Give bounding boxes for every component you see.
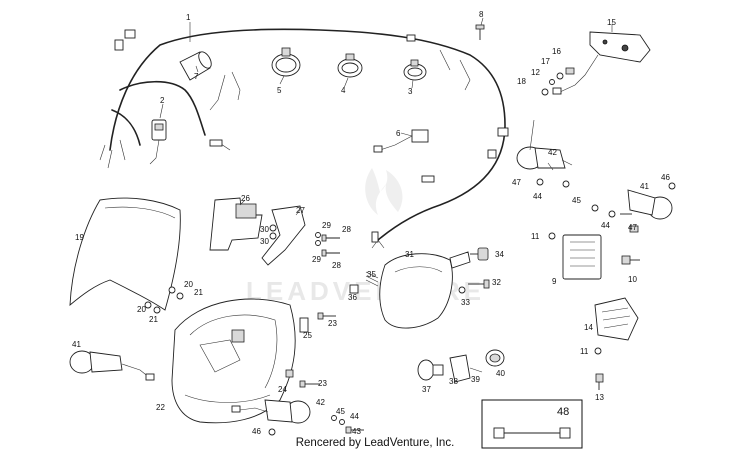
- callout-14: 14: [584, 323, 593, 332]
- callout-leaders: [159, 17, 613, 216]
- part-regulator: [548, 225, 640, 280]
- callout-6: 6: [396, 129, 401, 138]
- callout-32: 32: [492, 278, 501, 287]
- part-front-indicator-right: [231, 399, 311, 436]
- callout-40: 40: [496, 369, 505, 378]
- part-clamps: [271, 47, 427, 81]
- part-washers-screen: [144, 286, 184, 314]
- callout-44a: 44: [533, 192, 542, 201]
- callout-36: 36: [348, 293, 357, 302]
- callout-18: 18: [517, 77, 526, 86]
- inset-box-48: 48: [481, 399, 583, 449]
- part-fairing-fasteners: [285, 312, 336, 388]
- callout-29a: 29: [322, 221, 331, 230]
- callout-numbers: 1 2 3 4 5 6 7 8 9 10 11 11 12 13 14 15 1…: [72, 10, 670, 436]
- callout-47a: 47: [512, 178, 521, 187]
- callout-37: 37: [422, 385, 431, 394]
- callout-39: 39: [471, 375, 480, 384]
- callout-24: 24: [278, 385, 287, 394]
- callout-23b: 23: [318, 379, 327, 388]
- callout-11a: 11: [531, 232, 540, 241]
- callout-8: 8: [479, 10, 484, 19]
- callout-26: 26: [241, 194, 250, 203]
- part-license-light: [541, 31, 651, 96]
- callout-42a: 42: [548, 148, 557, 157]
- callout-41a: 41: [72, 340, 81, 349]
- callout-35: 35: [367, 270, 376, 279]
- callout-11b: 11: [580, 347, 589, 356]
- callout-31: 31: [405, 250, 414, 259]
- part-bulb-socket: [417, 349, 505, 383]
- callout-1: 1: [186, 13, 191, 22]
- inset-label: 48: [557, 406, 569, 418]
- callout-5: 5: [277, 86, 282, 95]
- callout-33: 33: [461, 298, 470, 307]
- part-front-indicator-left: [69, 350, 155, 381]
- callout-7: 7: [194, 72, 199, 81]
- callout-44c: 44: [350, 412, 359, 421]
- part-sensor: [373, 129, 429, 153]
- callout-22: 22: [156, 403, 165, 412]
- callout-13: 13: [595, 393, 604, 402]
- callout-43: 43: [352, 427, 361, 436]
- callout-15: 15: [607, 18, 616, 27]
- callout-2: 2: [160, 96, 165, 105]
- part-rubber-boot: [179, 51, 212, 81]
- callout-34: 34: [495, 250, 504, 259]
- callout-20a: 20: [184, 280, 193, 289]
- callout-46a: 46: [661, 173, 670, 182]
- callout-41b: 41: [640, 182, 649, 191]
- callout-28a: 28: [342, 225, 351, 234]
- callout-21b: 21: [149, 315, 158, 324]
- part-mount-brackets: [209, 197, 340, 266]
- callout-29b: 29: [312, 255, 321, 264]
- callout-4: 4: [341, 86, 346, 95]
- callout-21a: 21: [194, 288, 203, 297]
- callout-44b: 44: [601, 221, 610, 230]
- callout-46b: 46: [252, 427, 261, 436]
- part-rear-indicator-right: [591, 182, 676, 220]
- part-indicator-fasteners: [331, 415, 364, 434]
- callout-28b: 28: [332, 261, 341, 270]
- part-connector: [149, 119, 167, 165]
- callout-27: 27: [296, 206, 305, 215]
- callout-30b: 30: [260, 237, 269, 246]
- callout-20b: 20: [137, 305, 146, 314]
- callout-19: 19: [75, 233, 84, 242]
- callout-47b: 47: [628, 223, 637, 232]
- callout-25: 25: [303, 331, 312, 340]
- part-front-fairing: [171, 298, 296, 424]
- part-headlight-fasteners: [349, 247, 490, 294]
- callout-10: 10: [628, 275, 637, 284]
- callout-45b: 45: [336, 407, 345, 416]
- callout-17: 17: [541, 57, 550, 66]
- callout-12: 12: [531, 68, 540, 77]
- callout-45a: 45: [572, 196, 581, 205]
- part-screw: [475, 24, 485, 40]
- callout-38: 38: [449, 377, 458, 386]
- part-headlight: [379, 251, 471, 329]
- callout-16: 16: [552, 47, 561, 56]
- callout-9: 9: [552, 277, 557, 286]
- part-windscreen: [69, 197, 181, 311]
- callout-30a: 30: [260, 225, 269, 234]
- part-horn-cover: [594, 297, 639, 390]
- part-rear-indicator-left: [516, 146, 573, 188]
- callout-3: 3: [408, 87, 413, 96]
- callout-42b: 42: [316, 398, 325, 407]
- callout-23a: 23: [328, 319, 337, 328]
- part-wiring-harness: [99, 28, 509, 249]
- credit-line: Rencered by LeadVenture, Inc.: [295, 437, 455, 449]
